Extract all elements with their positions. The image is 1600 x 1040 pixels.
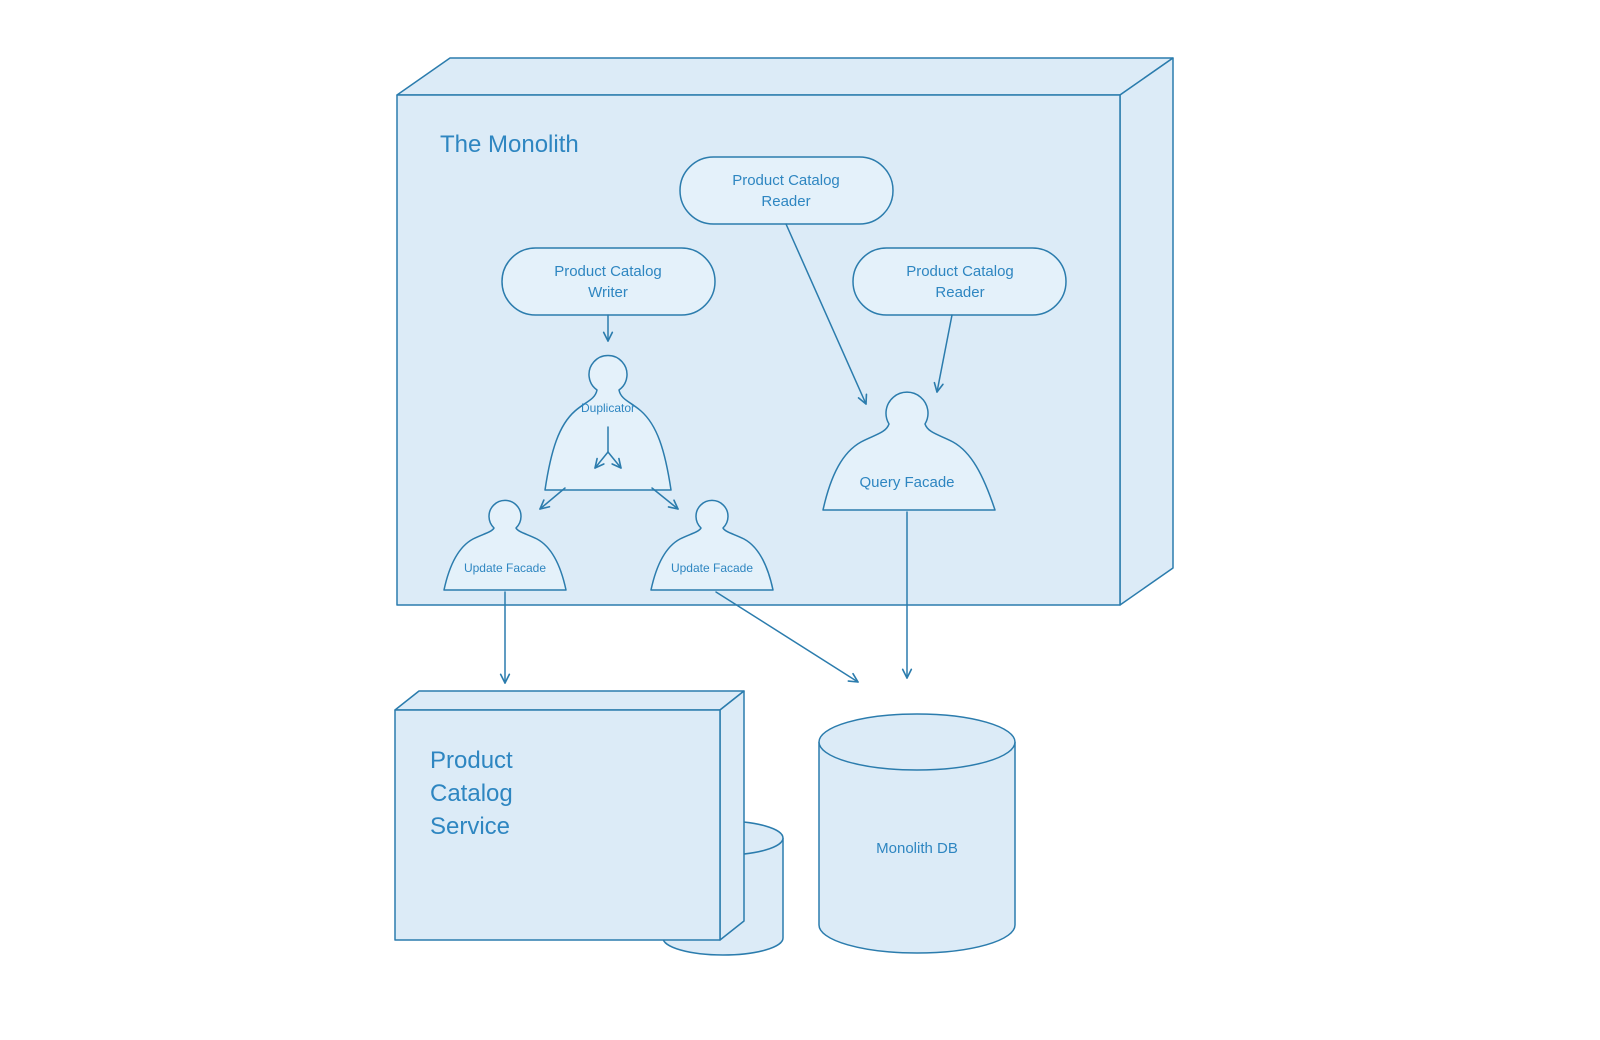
update-facade-left-shape	[443, 499, 567, 591]
query-facade-label: Query Facade	[859, 473, 955, 491]
duplicator-fork-branch-right	[607, 451, 622, 469]
duplicator-shape	[544, 354, 672, 491]
service-box-right-face	[719, 690, 745, 941]
duplicator-fork-arrows	[594, 426, 622, 469]
arrow-reader-right-to-query-facade	[933, 314, 953, 393]
monolith-db-cylinder	[818, 713, 1016, 954]
monolith-box-top-face	[396, 57, 1174, 96]
monolith-box-right-face	[1119, 57, 1174, 606]
monolith-title: The Monolith	[440, 131, 579, 158]
pill-product-catalog-writer-label: Product Catalog Writer	[554, 262, 662, 301]
arrow-duplicator-to-update-facade-left	[539, 487, 566, 510]
update-facade-right-shape	[650, 499, 774, 591]
query-facade-shape	[822, 391, 996, 511]
pill-product-catalog-reader-right	[852, 247, 1067, 316]
arrow-update-facade-right-to-db	[715, 591, 859, 683]
duplicator-fork-branch-left	[594, 451, 609, 469]
pill-product-catalog-reader-right-label: Product Catalog Reader	[906, 262, 1014, 301]
pill-product-catalog-reader-top-label: Product Catalog Reader	[732, 171, 840, 210]
monolith-db-cylinder-body	[818, 742, 1016, 954]
service-box-top-face	[394, 690, 745, 711]
update-facade-right-label: Update Facade	[670, 560, 754, 575]
arrow-reader-top-to-query-facade	[785, 223, 868, 405]
service-box	[394, 690, 745, 941]
monolith-db-cylinder-top	[818, 713, 1016, 771]
arrow-duplicator-to-update-facade-right	[651, 487, 679, 510]
duplicator-label: Duplicator	[580, 400, 636, 415]
update-facade-left-label: Update Facade	[463, 560, 547, 575]
service-box-front-face	[394, 709, 721, 941]
service-box-title: Product Catalog Service	[430, 747, 513, 840]
monolith-db-label: Monolith DB	[876, 839, 958, 857]
